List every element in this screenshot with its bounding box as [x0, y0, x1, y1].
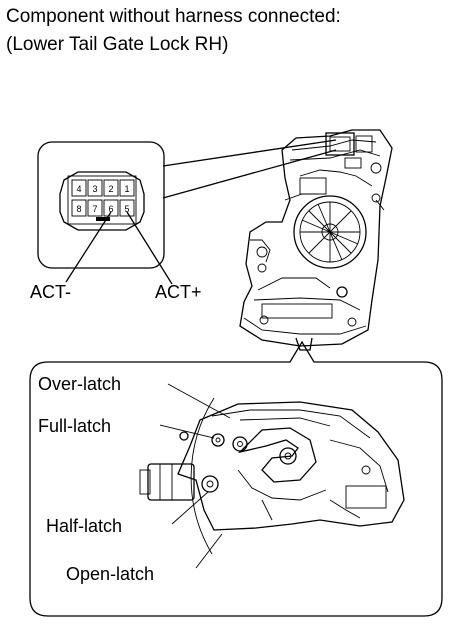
- upper-lock-assembly: [239, 129, 393, 351]
- pin-label-3: 3: [92, 184, 97, 194]
- connector-callout-frame: [37, 141, 165, 269]
- pin-label-7: 7: [92, 204, 97, 214]
- pin-label-8: 8: [76, 204, 81, 214]
- connector-callout: 4 3 2 1 8 7 6 5: [37, 139, 337, 285]
- diagram-title-line-2: (Lower Tail Gate Lock RH): [6, 34, 229, 55]
- act-minus-label: ACT-: [30, 282, 71, 302]
- latch-detail-callout: [29, 340, 443, 617]
- open-latch-label: Open-latch: [66, 564, 154, 584]
- diagram-title-line-1: Component without harness connected:: [6, 6, 341, 27]
- pin-label-1: 1: [124, 184, 129, 194]
- over-latch-label: Over-latch: [38, 374, 121, 394]
- pin-label-5: 5: [124, 204, 129, 214]
- latch-detail-frame: [29, 340, 443, 617]
- connector-icon: [59, 171, 145, 231]
- pin-label-4: 4: [76, 184, 81, 194]
- pin-label-6: 6: [108, 204, 113, 214]
- full-latch-label: Full-latch: [38, 416, 111, 436]
- pin-label-2: 2: [108, 184, 113, 194]
- half-latch-label: Half-latch: [46, 516, 122, 536]
- act-plus-label: ACT+: [155, 282, 202, 302]
